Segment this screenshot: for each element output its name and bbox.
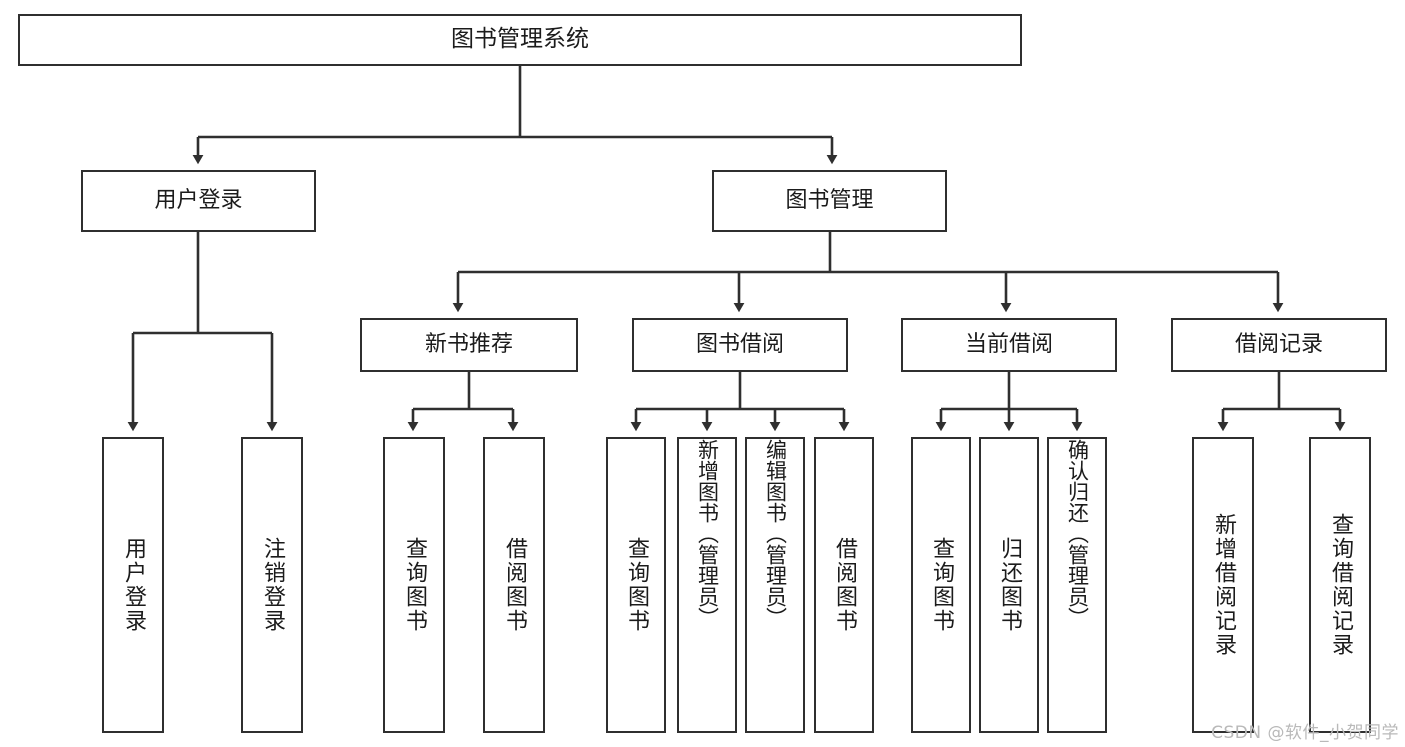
leaf-return-books[interactable]: 归还图书: [979, 437, 1039, 733]
node-label: 编辑图书（管理员）: [763, 439, 788, 628]
node-root-system[interactable]: 图书管理系统: [18, 14, 1022, 66]
node-label: 图书管理: [785, 188, 874, 214]
leaf-logout[interactable]: 注销登录: [241, 437, 303, 733]
node-label: 新增图书（管理员）: [695, 439, 720, 628]
leaf-edit-book-admin[interactable]: 编辑图书（管理员）: [745, 437, 805, 733]
node-label: 新增借阅记录: [1211, 513, 1236, 657]
leaf-query-books-recommend[interactable]: 查询图书: [383, 437, 445, 733]
node-label: 借阅记录: [1234, 332, 1323, 358]
node-label: 用户登录: [154, 188, 243, 214]
node-user-login[interactable]: 用户登录: [81, 170, 316, 232]
node-label: 图书管理系统: [451, 26, 589, 53]
node-label: 新书推荐: [424, 332, 513, 358]
node-label: 用户登录: [121, 537, 146, 633]
node-label: 借阅图书: [832, 537, 857, 633]
leaf-add-borrow-record[interactable]: 新增借阅记录: [1192, 437, 1254, 733]
node-label: 图书借阅: [695, 332, 784, 358]
node-label: 借阅图书: [502, 537, 527, 633]
leaf-borrow-books-recommend[interactable]: 借阅图书: [483, 437, 545, 733]
node-book-borrow[interactable]: 图书借阅: [632, 318, 848, 372]
node-label: 查询借阅记录: [1328, 513, 1353, 657]
leaf-query-books-current[interactable]: 查询图书: [911, 437, 971, 733]
leaf-user-login[interactable]: 用户登录: [102, 437, 164, 733]
node-borrow-records[interactable]: 借阅记录: [1171, 318, 1387, 372]
node-label: 查询图书: [624, 537, 649, 633]
leaf-borrow-books[interactable]: 借阅图书: [814, 437, 874, 733]
node-book-management[interactable]: 图书管理: [712, 170, 947, 232]
leaf-add-book-admin[interactable]: 新增图书（管理员）: [677, 437, 737, 733]
node-label: 当前借阅: [964, 332, 1053, 358]
node-label: 归还图书: [997, 537, 1022, 633]
leaf-confirm-return-admin[interactable]: 确认归还（管理员）: [1047, 437, 1107, 733]
node-label: 查询图书: [402, 537, 427, 633]
node-label: 确认归还（管理员）: [1065, 439, 1090, 628]
node-new-book-recommend[interactable]: 新书推荐: [360, 318, 578, 372]
leaf-query-books-borrow[interactable]: 查询图书: [606, 437, 666, 733]
node-label: 查询图书: [929, 537, 954, 633]
node-current-borrow[interactable]: 当前借阅: [901, 318, 1117, 372]
node-label: 注销登录: [260, 537, 285, 633]
leaf-query-borrow-record[interactable]: 查询借阅记录: [1309, 437, 1371, 733]
